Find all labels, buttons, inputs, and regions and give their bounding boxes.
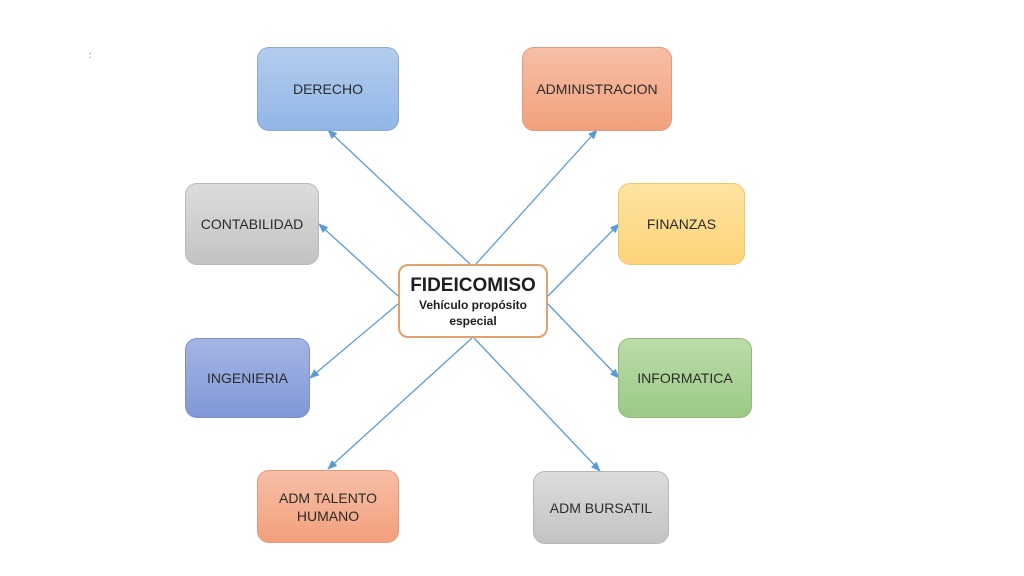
arrow-to-ingenieria [309,303,399,379]
arrow-to-administracion [475,129,598,265]
node-adm-bursatil: ADM BURSATIL [533,471,669,544]
arrow-to-adm-talento-humano [327,337,473,470]
center-subtitle: Vehículo propósito especial [418,298,527,328]
center-title: FIDEICOMISO [410,275,536,296]
node-derecho: DERECHO [257,47,399,131]
node-administracion: ADMINISTRACION [522,47,672,131]
node-ingenieria: INGENIERIA [185,338,310,418]
node-informatica: INFORMATICA [618,338,752,418]
node-finanzas: FINANZAS [618,183,745,265]
arrow-to-derecho [327,129,471,265]
arrow-to-informatica [547,303,620,379]
node-contabilidad: CONTABILIDAD [185,183,319,265]
center-node-fideicomiso: FIDEICOMISO Vehículo propósito especial [398,264,548,338]
arrow-to-finanzas [547,223,620,297]
arrow-to-adm-bursatil [473,337,601,472]
arrow-to-contabilidad [318,223,399,297]
node-adm-talento-humano: ADM TALENTO HUMANO [257,470,399,543]
corner-mark: : [89,50,92,60]
